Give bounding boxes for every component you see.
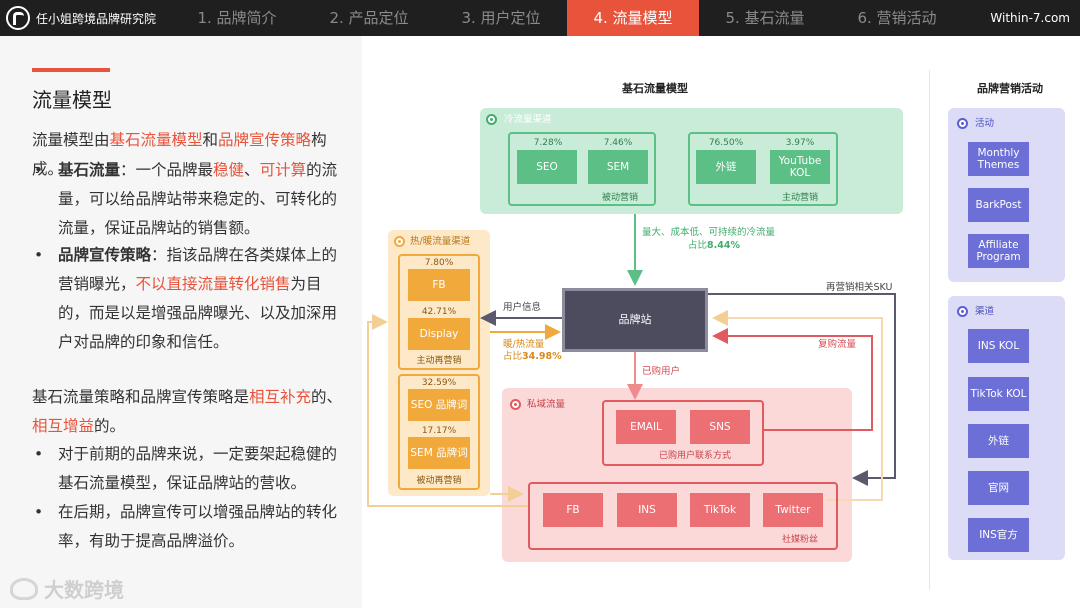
purchased-label: 已购用户 <box>642 366 681 377</box>
backlink-box: 外链 <box>696 150 756 184</box>
tab-cornerstone-traffic[interactable]: 5. 基石流量 <box>725 9 805 27</box>
left-panel: 流量模型 流量模型由基石流量模型和品牌宣传策略构成。 基石流量：一个品牌最稳健、… <box>0 36 362 608</box>
youtube-kol-box: YouTube KOL <box>770 150 830 184</box>
top-nav-bar: 任小姐跨境品牌研究院 1. 品牌简介 2. 产品定位 3. 用户定位 4. 流量… <box>0 0 1080 36</box>
tab-product-positioning[interactable]: 2. 产品定位 <box>329 9 409 27</box>
sem-brand-box: SEM 品牌词 <box>408 437 470 469</box>
seo-box: SEO <box>517 150 577 184</box>
social-ins-box: INS <box>617 493 677 527</box>
social-box <box>528 482 838 550</box>
cold-zone-title: 冷流量渠道 <box>504 114 552 125</box>
user-info-label: 用户信息 <box>503 302 542 313</box>
display-box: Display <box>408 318 470 350</box>
bullet-late-stage: 在后期，品牌宣传可以增强品牌站的转化率，有助于提高品牌溢价。 <box>34 498 350 556</box>
cold-passive-label: 被动营销 <box>601 193 638 203</box>
marketing-title: 品牌营销活动 <box>977 82 1043 95</box>
channel-tiktok-kol: TikTok KOL <box>968 377 1029 411</box>
social-label: 社媒粉丝 <box>781 535 818 545</box>
activities-radio-icon <box>957 118 968 129</box>
backlink-pct: 76.50% <box>708 138 744 148</box>
warm-flow-share: 占比34.98% <box>503 351 562 362</box>
sem-box: SEM <box>588 150 648 184</box>
youtube-kol-pct: 3.97% <box>785 138 815 148</box>
social-fb-box: FB <box>543 493 603 527</box>
social-to-warm-arrow <box>367 314 528 507</box>
tab-traffic-model[interactable]: 4. 流量模型 <box>567 0 699 36</box>
tab-brand-intro[interactable]: 1. 品牌简介 <box>197 9 277 27</box>
warm-active-label: 主动再营销 <box>416 356 462 366</box>
channel-backlink: 外链 <box>968 424 1029 458</box>
watermark: 大数跨境 <box>10 574 124 603</box>
repurchase-arrow <box>712 328 873 431</box>
page-title: 流量模型 <box>32 88 112 112</box>
brand-logo-icon <box>6 6 30 30</box>
tab-marketing-activities[interactable]: 6. 营销活动 <box>857 9 937 27</box>
social-tiktok-box: TikTok <box>690 493 750 527</box>
private-traffic-zone <box>502 388 852 562</box>
warm-passive-box <box>398 374 480 490</box>
cold-flow-share: 占比8.44% <box>688 240 740 251</box>
brand-name: 任小姐跨境品牌研究院 <box>36 11 157 26</box>
title-accent-bar <box>32 68 110 72</box>
cold-flow-desc: 量大、成本低、可持续的冷流量 <box>642 227 776 238</box>
social-twitter-box: Twitter <box>763 493 823 527</box>
warm-active-box <box>398 254 480 370</box>
cold-active-box <box>688 132 838 206</box>
seo-brand-pct: 32.59% <box>421 378 457 388</box>
contact-box <box>602 400 764 466</box>
contact-label: 已购用户联系方式 <box>658 451 731 461</box>
activity-affiliate-program: Affiliate Program <box>968 234 1029 268</box>
sem-pct: 7.46% <box>603 138 633 148</box>
activity-barkpost: BarkPost <box>968 188 1029 222</box>
remarketing-sku-label: 再营销相关SKU <box>826 282 893 293</box>
watermark-logo-icon <box>10 577 38 600</box>
bullet-cornerstone: 基石流量：一个品牌最稳健、可计算的流量，可以给品牌站带来稳定的、可转化的流量，保… <box>34 156 350 243</box>
channels-title: 渠道 <box>975 306 995 317</box>
channel-official-site: 官网 <box>968 471 1029 505</box>
tab-user-positioning[interactable]: 3. 用户定位 <box>461 9 541 27</box>
warm-flow-label: 暖/热流量 <box>503 339 545 350</box>
bullet-brand-strategy: 品牌宣传策略：指该品牌在各类媒体上的营销曝光，不以直接流量转化销售为目的，而是以… <box>34 241 350 357</box>
warm-zone-title: 热/暖流量渠道 <box>410 236 471 247</box>
channel-ins-kol: INS KOL <box>968 329 1029 363</box>
sns-box: SNS <box>690 410 750 444</box>
cold-active-label: 主动营销 <box>781 193 818 203</box>
seo-brand-box: SEO 品牌词 <box>408 389 470 421</box>
fb-box: FB <box>408 269 470 301</box>
display-pct: 42.71% <box>421 307 457 317</box>
seo-pct: 7.28% <box>533 138 563 148</box>
remarketing-sku-arrow <box>708 293 896 486</box>
cold-radio-icon <box>486 114 497 125</box>
divider <box>929 70 930 590</box>
diagram-title: 基石流量模型 <box>622 82 688 95</box>
warm-radio-icon <box>394 236 405 247</box>
email-box: EMAIL <box>616 410 676 444</box>
private-zone-title: 私域流量 <box>527 399 566 410</box>
brand-site-box: 品牌站 <box>562 288 708 352</box>
private-radio-icon <box>510 399 521 410</box>
site-url[interactable]: Within-7.com <box>990 11 1070 25</box>
activities-title: 活动 <box>975 118 995 129</box>
bullet-early-stage: 对于前期的品牌来说，一定要架起稳健的基石流量模型，保证品牌站的营收。 <box>34 440 350 498</box>
warm-passive-label: 被动再营销 <box>416 476 462 486</box>
channels-radio-icon <box>957 306 968 317</box>
fb-pct: 7.80% <box>424 258 454 268</box>
cold-passive-box <box>508 132 656 206</box>
channel-ins-official: INS官方 <box>968 518 1029 552</box>
activity-monthly-themes: Monthly Themes <box>968 142 1029 176</box>
social-to-site-arrow <box>712 310 883 501</box>
sem-brand-pct: 17.17% <box>421 426 457 436</box>
complement-paragraph: 基石流量策略和品牌宣传策略是相互补充的、相互增益的。 <box>32 388 343 435</box>
brand[interactable]: 任小姐跨境品牌研究院 <box>6 5 156 31</box>
repurchase-label: 复购流量 <box>818 339 857 350</box>
